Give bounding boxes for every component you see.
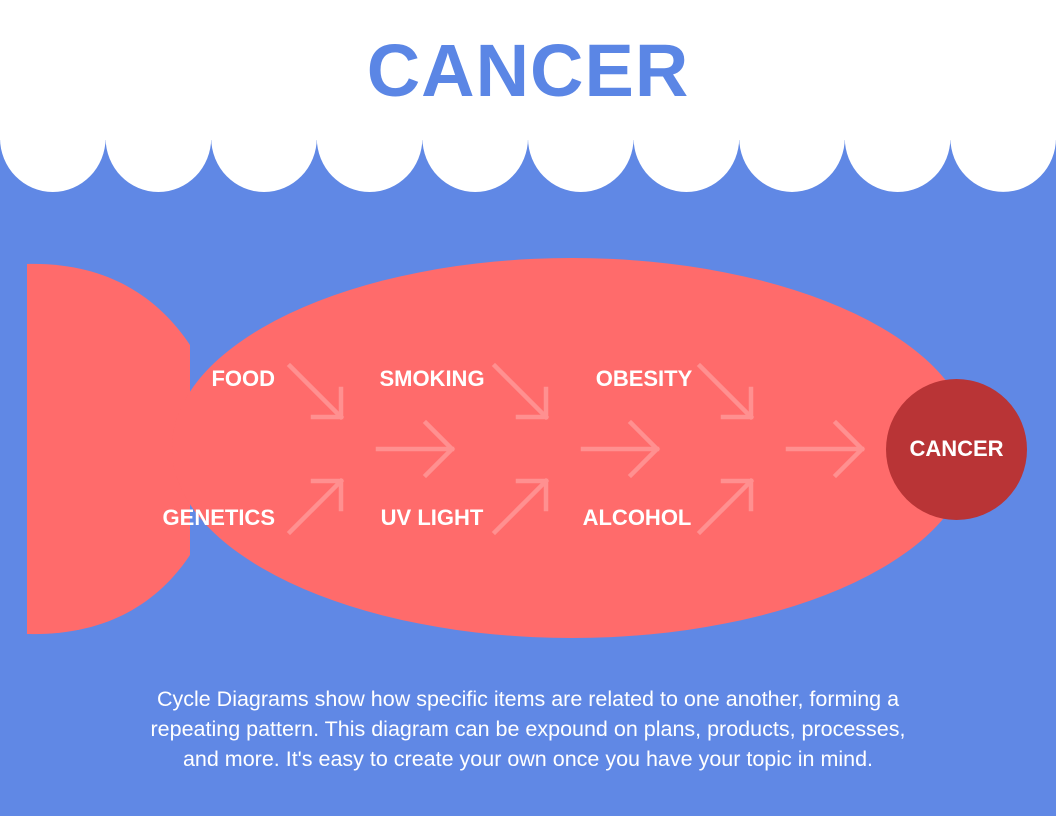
spine-arrow-2 xyxy=(580,419,661,479)
effect-circle xyxy=(886,379,1027,520)
fish-body xyxy=(172,258,972,638)
arrow-food xyxy=(286,362,345,421)
cause-label-smoking: SMOKING xyxy=(379,366,485,391)
cause-label-alcohol: ALCOHOL xyxy=(582,505,692,530)
spine-arrow-1 xyxy=(375,419,456,479)
description-line-1: Cycle Diagrams show how specific items a… xyxy=(156,687,900,711)
arrow-uv-light xyxy=(491,477,550,536)
header-band xyxy=(0,0,1056,140)
arrow-genetics xyxy=(286,477,345,536)
spine-arrow-3 xyxy=(785,419,866,479)
effect-label: CANCER xyxy=(909,436,1004,461)
arrow-smoking xyxy=(491,362,550,421)
cause-label-genetics: GENETICS xyxy=(162,505,275,530)
page-title: CANCER xyxy=(366,29,690,112)
fish-tail xyxy=(27,263,190,635)
cause-label-uv-light: UV LIGHT xyxy=(380,505,484,530)
cause-label-obesity: OBESITY xyxy=(595,366,693,391)
description-line-2: repeating pattern. This diagram can be e… xyxy=(150,717,906,741)
description-line-3: and more. It's easy to create your own o… xyxy=(182,747,874,771)
scallop-border xyxy=(0,138,1056,193)
cause-label-food: FOOD xyxy=(211,366,275,391)
arrow-alcohol xyxy=(696,477,755,536)
arrow-obesity xyxy=(696,362,755,421)
description-text: Cycle Diagrams show how specific items a… xyxy=(80,684,976,774)
